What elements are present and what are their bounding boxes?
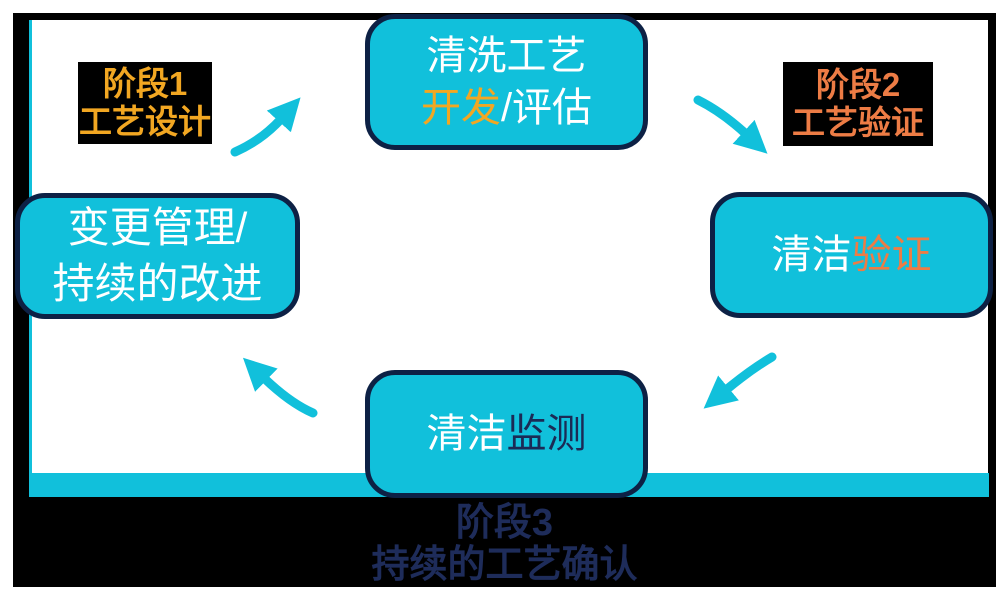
box-cleaning-monitoring: 清洁监测 (365, 370, 648, 498)
highlight-text: 开发 (420, 86, 501, 130)
box-line: 清洁验证 (771, 233, 932, 277)
highlight-text: 监测 (506, 412, 587, 456)
box-cleaning-validation: 清洁验证 (710, 192, 993, 318)
label-line: 阶段2 (815, 66, 901, 103)
box-cleaning-process-development: 清洗工艺 开发/评估 (365, 14, 648, 150)
box-line: 清洁监测 (426, 412, 587, 456)
box-line: 变更管理/ (67, 204, 248, 251)
box-line: 开发/评估 (420, 86, 593, 130)
box-change-management: 变更管理/ 持续的改进 (15, 193, 300, 319)
highlight-text: 验证 (851, 233, 932, 277)
label-line: 工艺设计 (79, 103, 211, 140)
box-line: 清洗工艺 (426, 34, 587, 78)
label-line: 工艺验证 (792, 104, 924, 141)
label-line: 阶段3 (455, 502, 554, 544)
label-phase2-process-validation: 阶段2 工艺验证 (783, 62, 933, 146)
label-line: 持续的工艺确认 (371, 544, 638, 586)
box-line: 持续的改进 (52, 260, 263, 307)
label-line: 阶段1 (102, 65, 188, 102)
label-phase3-continued-process-verification: 阶段3 持续的工艺确认 (13, 502, 996, 586)
label-phase1-process-design: 阶段1 工艺设计 (78, 62, 212, 144)
